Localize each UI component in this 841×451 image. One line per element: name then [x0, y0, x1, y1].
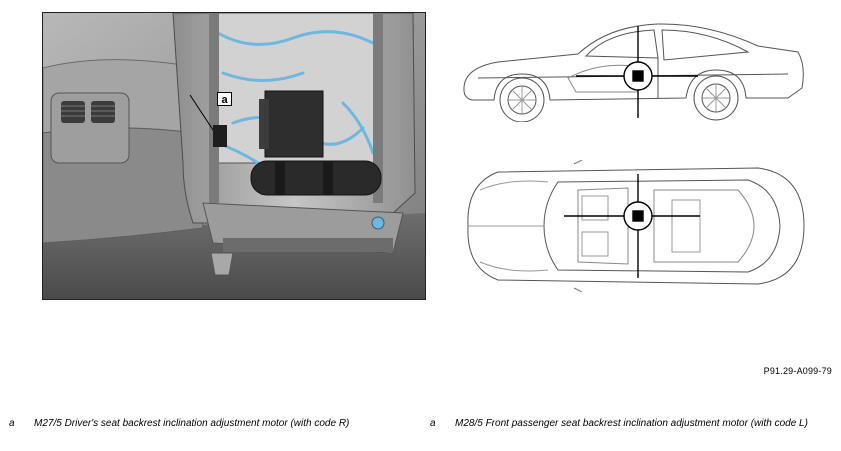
- car-top-view: [458, 159, 810, 293]
- locator-crosshair-side: [576, 26, 698, 118]
- legend-text: M28/5 Front passenger seat backrest incl…: [455, 418, 808, 429]
- seat-backrest-illustration: [43, 13, 425, 299]
- legend-letter: a: [9, 418, 15, 429]
- car-top-outline: [467, 159, 805, 293]
- locator-crosshair-top: [564, 174, 700, 278]
- legend-letter: a: [430, 418, 436, 429]
- seat-backrest-photo: a: [42, 12, 426, 300]
- legend-text: M27/5 Driver's seat backrest inclination…: [34, 418, 350, 429]
- callout-label-a: a: [217, 92, 232, 106]
- figure-reference-code: P91.29-A099-79: [763, 366, 832, 376]
- car-side-outline: [463, 23, 804, 123]
- car-side-view: [458, 18, 810, 123]
